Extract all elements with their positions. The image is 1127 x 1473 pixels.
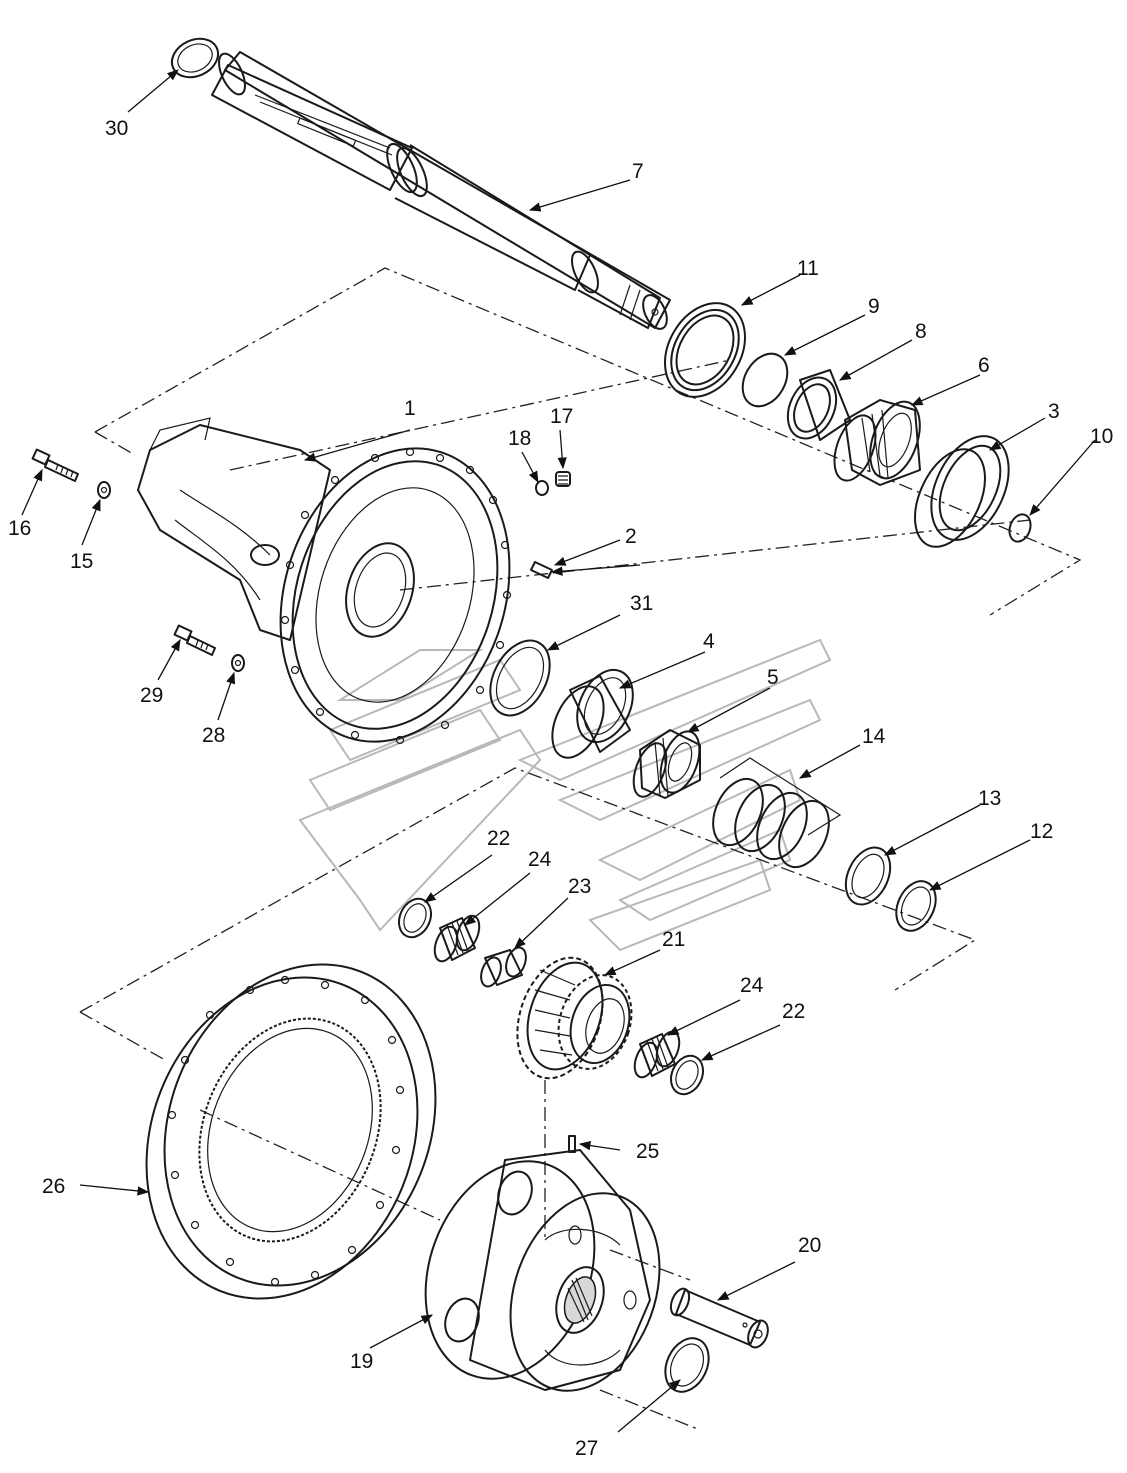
callout-22-upper: 22 xyxy=(487,827,510,850)
callout-20: 20 xyxy=(798,1234,821,1257)
callout-3: 3 xyxy=(1048,400,1060,423)
snap-ring-30 xyxy=(170,37,220,79)
callout-18: 18 xyxy=(508,427,531,450)
callout-5: 5 xyxy=(767,666,779,689)
washer-18 xyxy=(535,480,549,496)
callout-1: 1 xyxy=(404,397,416,420)
callout-30: 30 xyxy=(105,117,128,140)
breather-17 xyxy=(555,471,571,487)
callout-21: 21 xyxy=(662,928,685,951)
callout-16: 16 xyxy=(8,517,31,540)
planet-gear-21 xyxy=(516,956,633,1080)
ring-22-lower xyxy=(669,1054,705,1096)
needle-bearing-24-upper xyxy=(433,914,481,963)
callout-24-upper: 24 xyxy=(528,848,552,871)
bolt-29 xyxy=(173,624,216,656)
callout-6: 6 xyxy=(978,354,990,377)
callout-labels: 1 2 3 4 5 6 7 8 9 10 11 12 13 14 15 16 1… xyxy=(8,117,1113,1460)
callout-11: 11 xyxy=(797,257,819,280)
dowel-pin-2 xyxy=(530,561,553,579)
watermark-logo xyxy=(298,638,832,952)
callout-24-lower: 24 xyxy=(740,974,764,997)
roll-pin-25 xyxy=(568,1135,576,1153)
callout-14: 14 xyxy=(862,725,886,748)
callout-23: 23 xyxy=(568,875,591,898)
bearing-cup-4 xyxy=(551,668,634,759)
axle-housing-1 xyxy=(137,417,512,745)
callout-12: 12 xyxy=(1030,820,1053,843)
axle-shaft-7 xyxy=(211,51,671,330)
callout-2: 2 xyxy=(625,525,637,548)
ring-22-upper xyxy=(397,897,433,939)
callout-17: 17 xyxy=(550,405,573,428)
callout-28: 28 xyxy=(202,724,225,747)
shim-pack-14 xyxy=(712,757,842,869)
o-ring-9 xyxy=(741,352,789,408)
callout-29: 29 xyxy=(140,684,163,707)
washer-15 xyxy=(97,481,111,499)
thrust-washer-13 xyxy=(844,846,892,906)
bearing-cup-3 xyxy=(914,435,1010,548)
seal-11 xyxy=(664,302,746,398)
bushing-23 xyxy=(480,946,527,988)
washer-28 xyxy=(231,654,245,672)
callout-9: 9 xyxy=(868,295,880,318)
callout-25: 25 xyxy=(636,1140,659,1163)
callout-19: 19 xyxy=(350,1350,373,1373)
callout-22-lower: 22 xyxy=(782,1000,805,1023)
callout-10: 10 xyxy=(1090,425,1113,448)
callout-26: 26 xyxy=(42,1175,65,1198)
callout-7: 7 xyxy=(632,160,644,183)
needle-bearing-24-lower xyxy=(633,1030,681,1079)
bearing-cone-6 xyxy=(833,399,921,486)
callout-15: 15 xyxy=(70,550,93,573)
snap-ring-12 xyxy=(895,880,937,932)
spacer-8 xyxy=(786,369,851,441)
ring-gear-26 xyxy=(145,963,437,1300)
ring-31 xyxy=(489,639,551,717)
bearing-cone-5 xyxy=(632,729,701,799)
assembly-outline-lines xyxy=(79,267,1082,1431)
bolt-16 xyxy=(31,448,79,482)
callout-27: 27 xyxy=(575,1437,598,1460)
callout-4: 4 xyxy=(703,630,715,653)
leader-lines xyxy=(21,69,1096,1433)
callout-31: 31 xyxy=(630,592,653,615)
callout-13: 13 xyxy=(978,787,1001,810)
planet-pin-20 xyxy=(669,1287,769,1349)
planet-carrier-19 xyxy=(424,1149,661,1392)
plug-10 xyxy=(1008,513,1032,543)
callout-8: 8 xyxy=(915,320,927,343)
snap-ring-27 xyxy=(664,1337,710,1393)
